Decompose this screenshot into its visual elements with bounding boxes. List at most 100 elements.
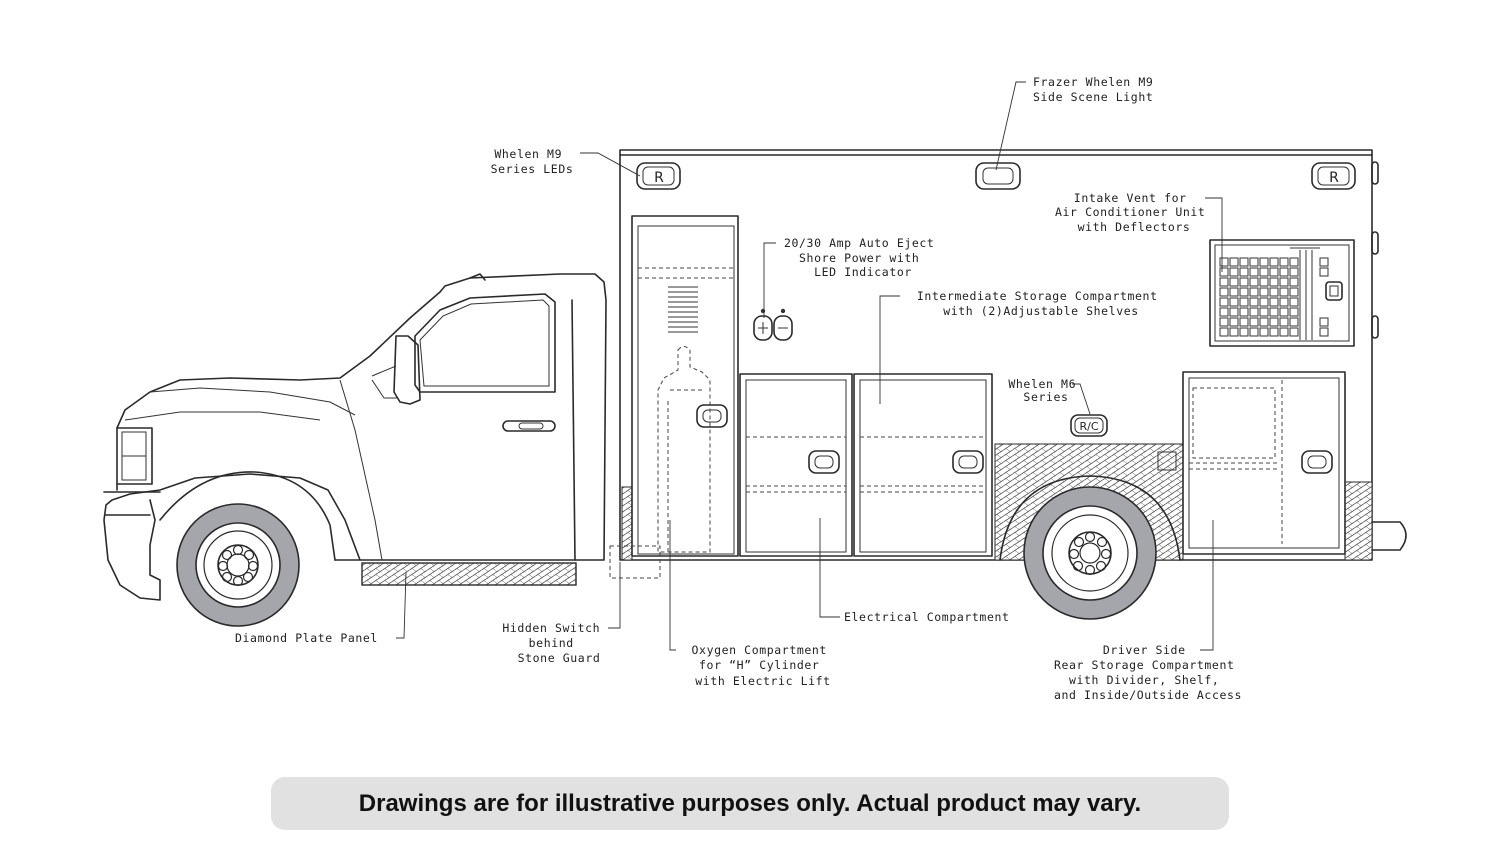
- whelen-m9-rear-light: R: [1311, 162, 1356, 190]
- vent-louver: [1289, 307, 1299, 317]
- disclaimer-text: Drawings are for illustrative purposes o…: [358, 789, 1142, 817]
- vent-louver: [1279, 257, 1289, 267]
- vent-louver: [1239, 317, 1249, 327]
- vent-louver: [1239, 277, 1249, 287]
- vent-louver: [1259, 257, 1269, 267]
- rear-light-label: R: [1329, 170, 1339, 186]
- vent-louver: [1239, 307, 1249, 317]
- vent-louver: [1269, 287, 1279, 297]
- vent-louver: [1239, 297, 1249, 307]
- vent-louver: [1289, 327, 1299, 337]
- vent-louver: [1219, 307, 1229, 317]
- callout-intake-vent: Intake Vent for Air Conditioner Unit wit…: [1055, 191, 1213, 234]
- rear-storage-door: [1157, 371, 1346, 555]
- vent-louver: [1259, 317, 1269, 327]
- vent-louver: [1289, 267, 1299, 277]
- vent-louver: [1289, 287, 1299, 297]
- vent-louver: [1229, 327, 1239, 337]
- vent-louver: [1249, 327, 1259, 337]
- shore-power-connectors: [753, 308, 793, 341]
- m6-light-label: R/C: [1079, 420, 1098, 433]
- vent-louver: [1259, 277, 1269, 287]
- vent-louver: [1229, 277, 1239, 287]
- vent-louver: [1319, 257, 1329, 267]
- vent-louver: [1219, 257, 1229, 267]
- vent-louver: [1279, 327, 1289, 337]
- vent-louver: [1239, 287, 1249, 297]
- callout-shore-power: 20/30 Amp Auto Eject Shore Power with LE…: [784, 236, 942, 279]
- vent-louver: [1219, 287, 1229, 297]
- disclaimer-banner: Drawings are for illustrative purposes o…: [271, 777, 1229, 830]
- vent-louver: [1289, 277, 1299, 287]
- electrical-compartment-doors: [739, 373, 993, 557]
- vent-louver: [1279, 317, 1289, 327]
- scene-light: [975, 162, 1021, 190]
- vent-louver: [1269, 277, 1279, 287]
- front-light-label: R: [654, 170, 664, 186]
- ac-intake-vent: [1209, 239, 1355, 347]
- vent-louver: [1239, 267, 1249, 277]
- front-wheel: [176, 503, 300, 627]
- leader-lines: [396, 81, 1223, 651]
- callout-m6-series: Whelen M6 Series: [1008, 377, 1083, 404]
- vent-louver: [1279, 277, 1289, 287]
- vent-louver: [1319, 327, 1329, 337]
- vent-louver: [1269, 297, 1279, 307]
- whelen-m9-front-light: R: [636, 162, 681, 190]
- vent-louver: [1289, 257, 1299, 267]
- callout-electrical: Electrical Compartment: [844, 610, 1010, 624]
- stone-guard-outline: [609, 545, 661, 579]
- vent-louver: [1239, 257, 1249, 267]
- vent-louver: [1219, 297, 1229, 307]
- vent-louver: [1259, 297, 1269, 307]
- whelen-m6-light: R/C: [1070, 414, 1108, 437]
- vent-louver: [1269, 257, 1279, 267]
- vent-louver: [1229, 297, 1239, 307]
- vent-louver: [1249, 297, 1259, 307]
- vent-louver: [1249, 257, 1259, 267]
- vent-louver: [1269, 307, 1279, 317]
- vent-louver: [1259, 327, 1269, 337]
- callout-scene-light: Frazer Whelen M9 Side Scene Light: [1033, 75, 1161, 104]
- oxygen-compartment-door: [631, 215, 739, 557]
- vent-louver: [1219, 277, 1229, 287]
- vent-louver: [1229, 287, 1239, 297]
- vent-louver: [1229, 307, 1239, 317]
- vent-louver: [1249, 307, 1259, 317]
- vent-louver: [1279, 267, 1289, 277]
- vent-louver: [1219, 327, 1229, 337]
- callout-m9-leds: Whelen M9 Series LEDs: [491, 147, 574, 176]
- vent-louver: [1219, 317, 1229, 327]
- callout-intermediate-storage: Intermediate Storage Compartment with (2…: [917, 289, 1165, 318]
- vent-louver: [1279, 287, 1289, 297]
- vent-louver: [1229, 317, 1239, 327]
- vent-louver: [1269, 327, 1279, 337]
- vent-louver: [1269, 317, 1279, 327]
- vent-louver: [1319, 267, 1329, 277]
- vent-louver: [1229, 257, 1239, 267]
- callout-diamond-plate: Diamond Plate Panel: [235, 631, 378, 645]
- vent-louver: [1219, 267, 1229, 277]
- vent-louver: [1269, 267, 1279, 277]
- vent-louver: [1249, 317, 1259, 327]
- callout-oxygen: Oxygen Compartment for “H” Cylinder with…: [692, 643, 835, 688]
- truck-cab: [103, 273, 607, 601]
- cab-step-diamond-plate: [361, 562, 577, 586]
- vent-louver: [1249, 287, 1259, 297]
- vent-louver: [1249, 277, 1259, 287]
- vent-louver: [1289, 297, 1299, 307]
- vent-louver: [1259, 307, 1269, 317]
- vent-louver: [1229, 267, 1239, 277]
- vent-louver: [1279, 297, 1289, 307]
- vent-louver: [1259, 287, 1269, 297]
- callout-rear-storage: Driver Side Rear Storage Compartment wit…: [1054, 643, 1242, 702]
- vent-louver: [1289, 317, 1299, 327]
- rear-wheel: [999, 475, 1181, 620]
- vent-louver: [1239, 327, 1249, 337]
- vent-louver: [1259, 267, 1269, 277]
- vent-louver: [1319, 317, 1329, 327]
- vent-louver: [1279, 307, 1289, 317]
- callout-hidden-switch: Hidden Switch behind Stone Guard: [502, 621, 607, 665]
- vent-louver: [1249, 267, 1259, 277]
